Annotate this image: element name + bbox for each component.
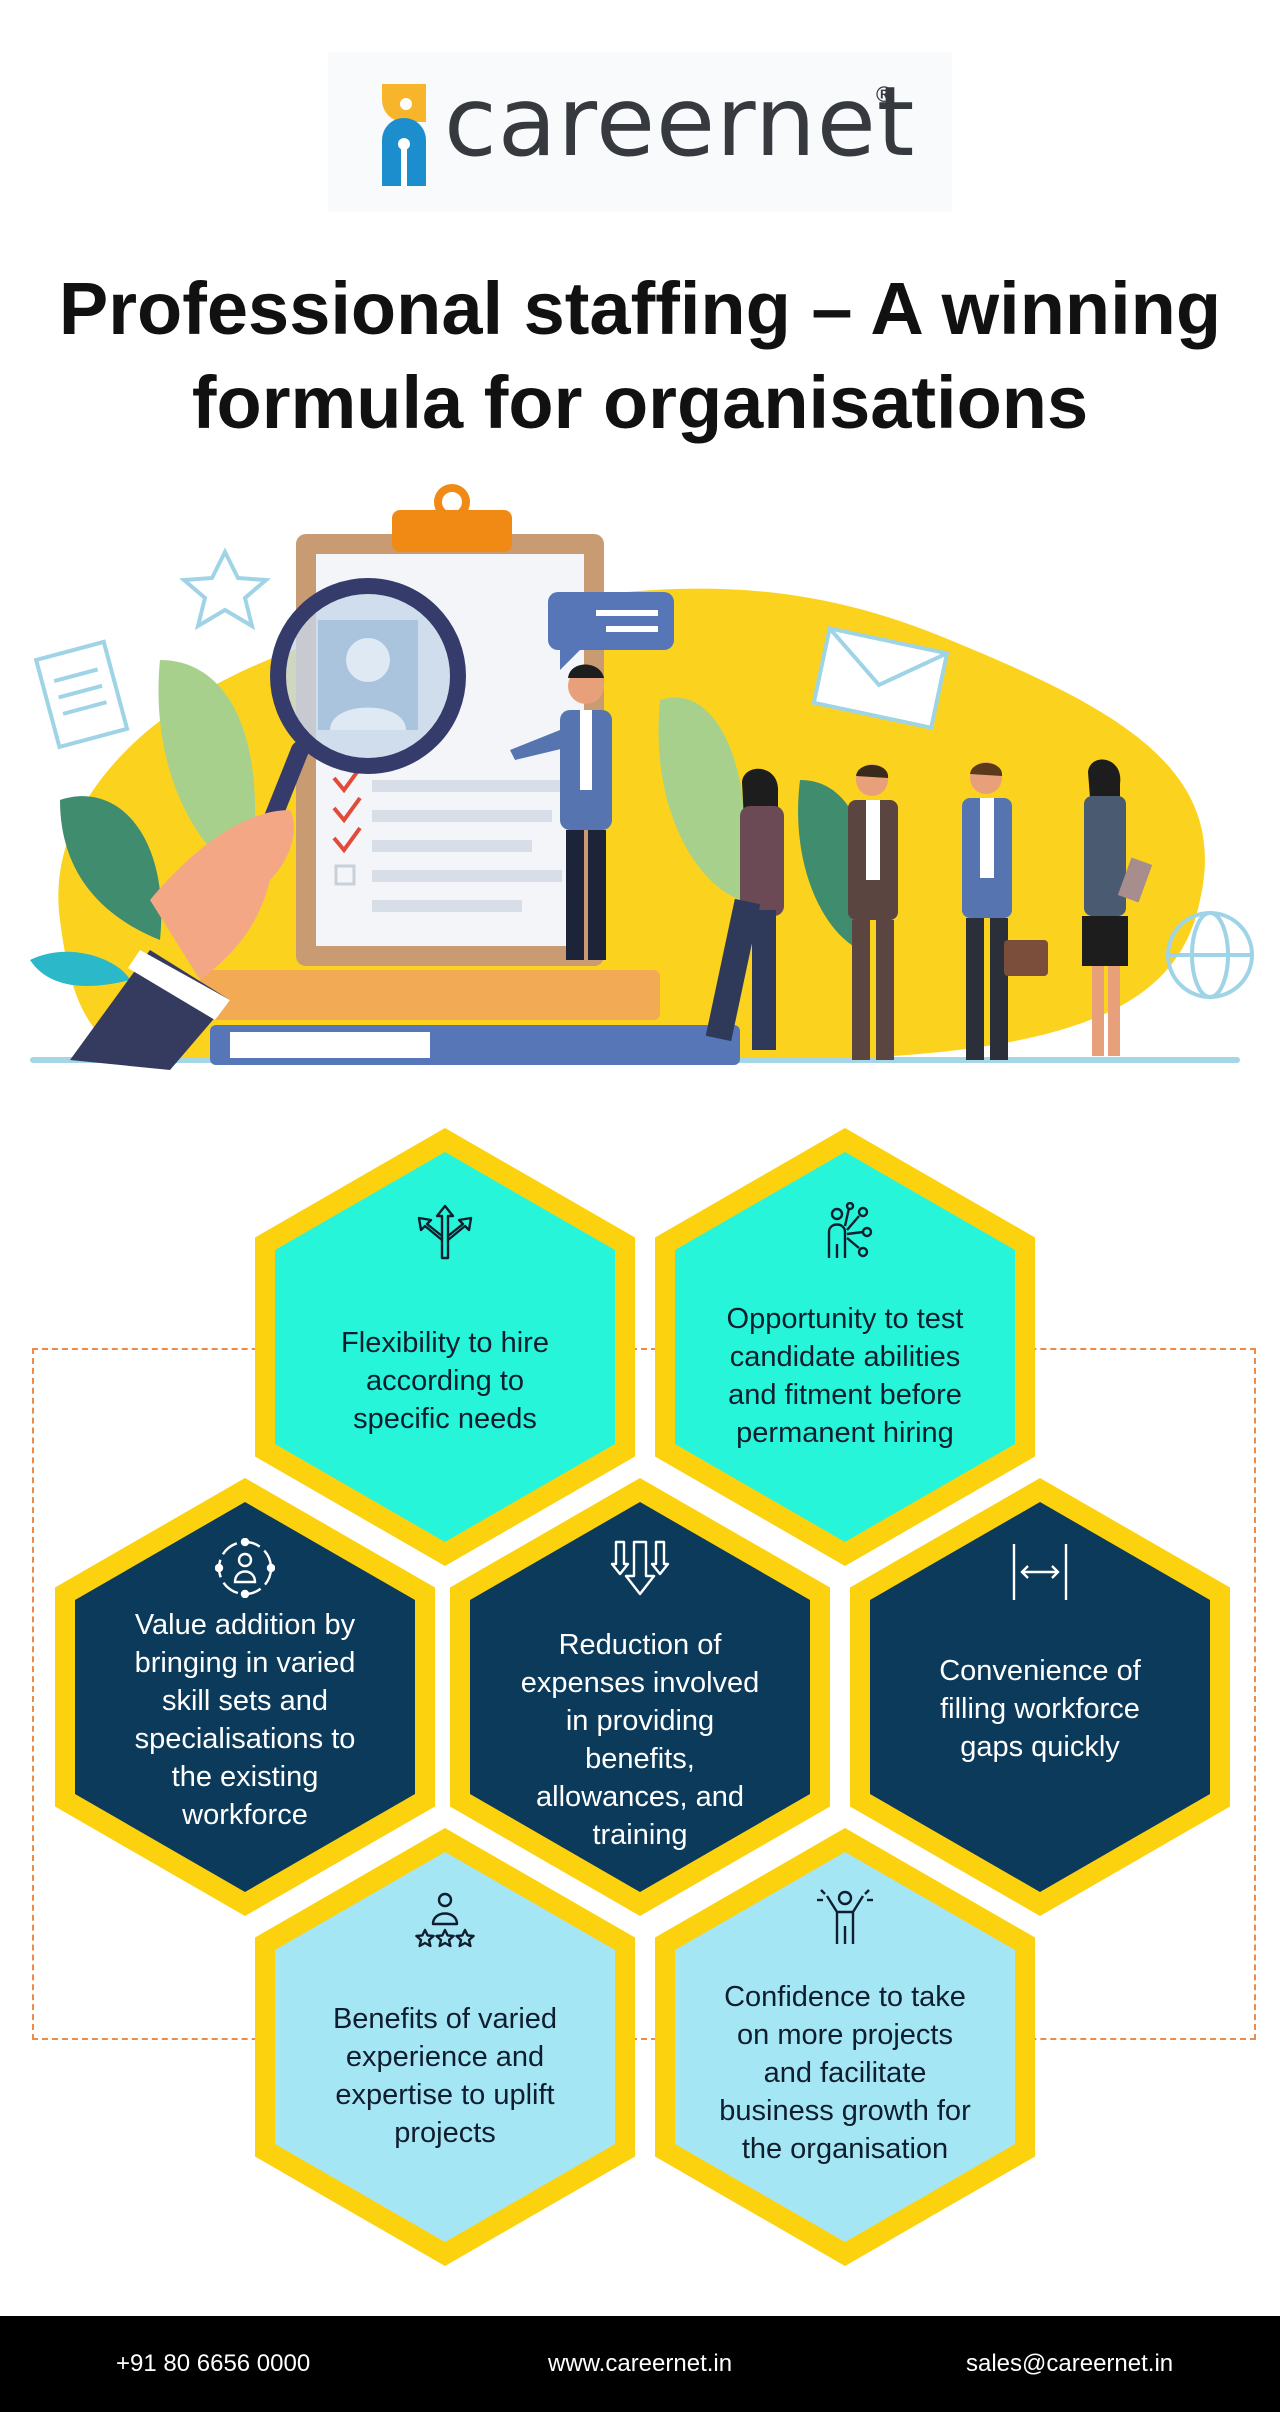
gap-measure-icon (1012, 1544, 1068, 1600)
person-network-icon (827, 1202, 873, 1258)
person-cycle-icon (215, 1538, 275, 1598)
split-arrows-icon (417, 1204, 473, 1260)
hexagon-shape (255, 1828, 635, 2266)
benefit-hexagon: Flexibility to hire according to specifi… (255, 1128, 635, 1566)
down-arrows-icon (610, 1540, 670, 1596)
careernet-logo-icon (382, 84, 426, 186)
title-line-2: formula for organisations (191, 361, 1089, 444)
hexagon-shape (255, 1128, 635, 1566)
benefit-hexagon: Confidence to take on more projects and … (655, 1828, 1035, 2266)
benefit-text: Confidence to take on more projects and … (719, 1981, 971, 2165)
benefit-text: Convenience of filling workforce gaps qu… (939, 1655, 1141, 1763)
hexagon-shape (850, 1478, 1230, 1916)
person-stars-icon (415, 1892, 475, 1948)
page-title: Professional staffing – A winning formul… (0, 262, 1280, 450)
person-celebrate-icon (817, 1889, 873, 1944)
contact-footer: +91 80 6656 0000 www.careernet.in sales@… (0, 2316, 1280, 2412)
benefit-hexagon: Reduction of expenses involved in provid… (450, 1478, 830, 1916)
brand-logo: careernet ® (328, 52, 952, 212)
staffing-illustration (30, 484, 1254, 1070)
benefit-text: Value addition by bringing in varied ski… (134, 1609, 356, 1831)
registered-mark: ® (876, 82, 893, 107)
benefit-text: Reduction of expenses involved in provid… (520, 1629, 760, 1851)
benefit-hexagon: Value addition by bringing in varied ski… (55, 1478, 435, 1916)
benefit-hexagon: Opportunity to test candidate abilities … (655, 1128, 1035, 1566)
hexagon-shape (55, 1478, 435, 1916)
footer-phone[interactable]: +91 80 6656 0000 (116, 2350, 311, 2377)
benefit-text: Benefits of varied experience and expert… (332, 2003, 558, 2149)
hexagon-shape (655, 1828, 1035, 2266)
footer-email[interactable]: sales@careernet.in (966, 2350, 1174, 2377)
benefit-text: Flexibility to hire according to specifi… (341, 1327, 549, 1435)
title-line-1: Professional staffing – A winning (58, 267, 1222, 350)
benefit-hexagon: Convenience of filling workforce gaps qu… (850, 1478, 1230, 1916)
footer-website[interactable]: www.careernet.in (548, 2350, 733, 2377)
benefit-text: Opportunity to test candidate abilities … (726, 1303, 964, 1449)
hexagon-shape (655, 1128, 1035, 1566)
benefits-frame (32, 1348, 1256, 2040)
hexagon-shape (450, 1478, 830, 1916)
brand-name: careernet (444, 66, 916, 178)
benefit-hexagon: Benefits of varied experience and expert… (255, 1828, 635, 2266)
